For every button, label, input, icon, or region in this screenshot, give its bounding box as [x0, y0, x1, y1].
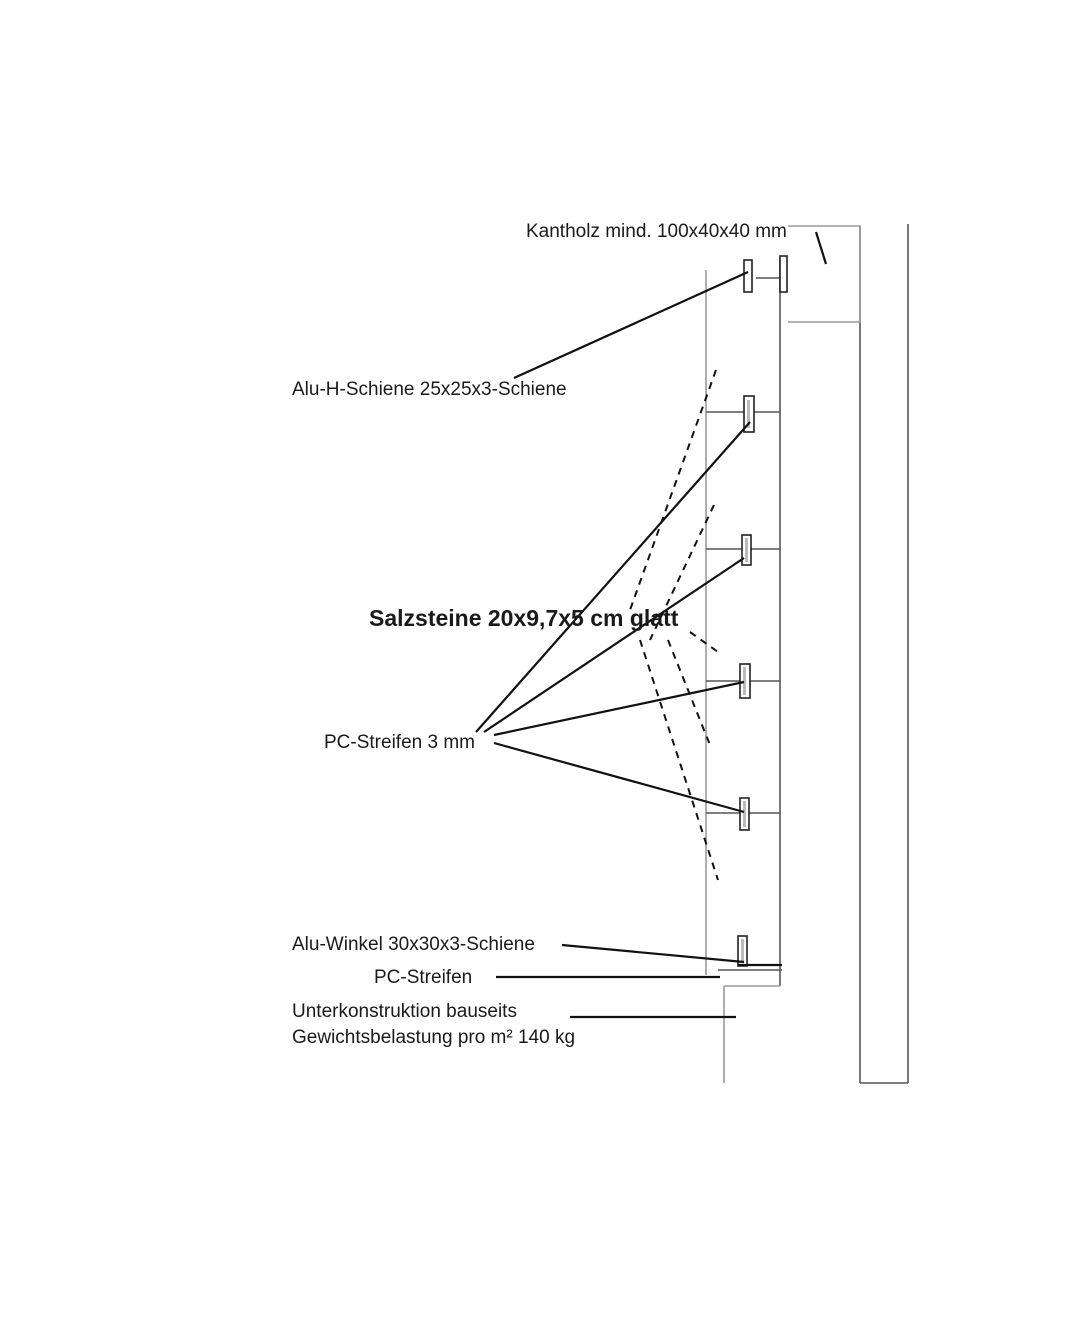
alu-h-rails: [739, 255, 788, 831]
label-unterkonstruktion: Unterkonstruktion bauseits: [292, 1001, 517, 1022]
salt-stone-outlines: [629, 369, 719, 881]
label-gewichtsbelastung: Gewichtsbelastung pro m² 140 kg: [292, 1027, 575, 1048]
alu-winkel-angle: [718, 935, 782, 971]
kantholz-block: [788, 225, 861, 323]
label-pc-streifen: PC-Streifen: [374, 967, 472, 988]
label-alu-h-schiene: Alu-H-Schiene 25x25x3-Schiene: [292, 379, 567, 400]
wall: [859, 224, 909, 1084]
label-pc-streifen-3mm: PC-Streifen 3 mm: [324, 732, 475, 753]
label-kantholz: Kantholz mind. 100x40x40 mm: [526, 221, 787, 242]
backing-lines: [705, 258, 781, 1083]
label-salzsteine: Salzsteine 20x9,7x5 cm glatt: [369, 605, 679, 631]
leader-lines: [475, 270, 751, 1019]
label-alu-winkel: Alu-Winkel 30x30x3-Schiene: [292, 934, 535, 955]
